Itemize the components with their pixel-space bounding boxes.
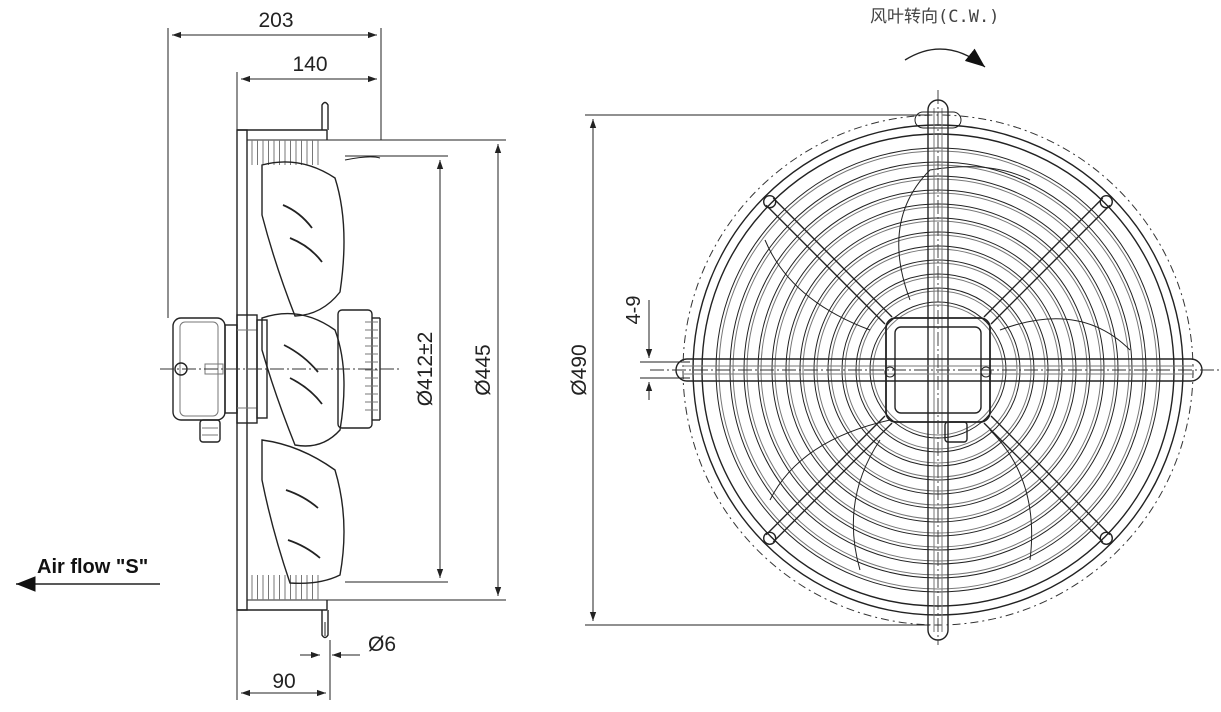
motor-assembly [172,309,381,443]
side-view: 203 140 90 Ø6 Ø412±2 [15,9,506,700]
airflow-indicator: Air flow "S" [15,556,160,592]
blade-diameter-label: Ø412±2 [414,332,437,407]
dim-ring-diameter: Ø445 [327,139,506,601]
guard-diameter-label: Ø490 [568,344,591,395]
rotation-label: 风叶转向(C.W.) [870,7,999,27]
dim-blade-diameter: Ø412±2 [345,155,448,583]
side-blades [261,156,381,585]
guard-spokes [763,195,1113,545]
dim-housing-depth: 140 [236,53,382,140]
mount-hole-label: Ø6 [368,633,396,656]
dim-guard-diameter: Ø490 [568,114,930,626]
dim-motor-depth: 90 [236,610,331,700]
rotation-indicator: 风叶转向(C.W.) [870,7,999,68]
housing-depth-label: 140 [292,53,327,76]
ring-diameter-label: Ø445 [472,344,495,395]
dim-mount-hole: Ø6 [300,633,396,659]
airflow-label: Air flow "S" [37,556,148,578]
front-blades [764,166,1131,571]
dim-slot-size: 4-9 [623,296,690,400]
front-view: Ø490 4-9 风叶转向(C.W.) [568,7,1221,645]
motor-depth-label: 90 [272,670,295,693]
slot-size-label: 4-9 [623,296,645,325]
housing-ring [236,101,329,639]
overall-depth-label: 203 [258,9,293,32]
